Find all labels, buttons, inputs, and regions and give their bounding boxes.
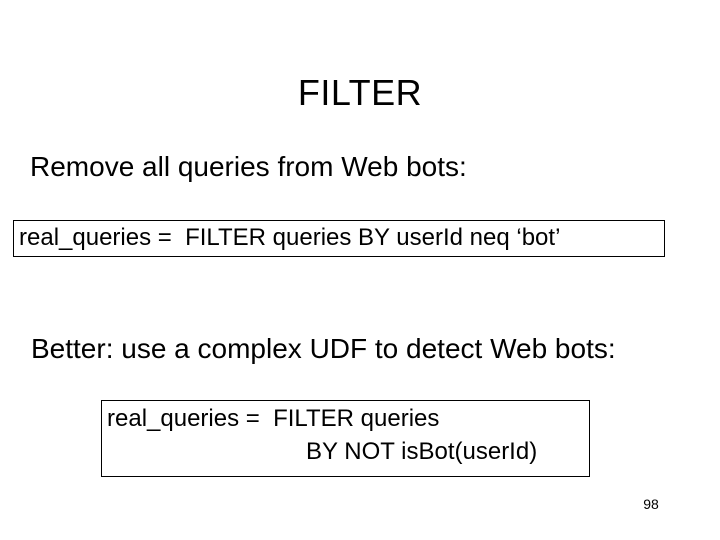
code-line: real_queries = FILTER queries BY userId … — [19, 224, 561, 251]
bullet-text-remove-bots: Remove all queries from Web bots: — [30, 151, 467, 182]
page-title: FILTER — [297, 72, 423, 113]
code-line: real_queries = FILTER queries — [107, 405, 440, 432]
code-line: BY NOT isBot(userId) — [306, 438, 538, 465]
code-box-simple-filter: real_queries = FILTER queries BY userId … — [13, 220, 665, 257]
bullet-text-better-udf: Better: use a complex UDF to detect Web … — [31, 333, 616, 364]
page-number: 98 — [643, 496, 659, 512]
code-box-udf-filter: real_queries = FILTER queries BY NOT isB… — [101, 400, 590, 477]
